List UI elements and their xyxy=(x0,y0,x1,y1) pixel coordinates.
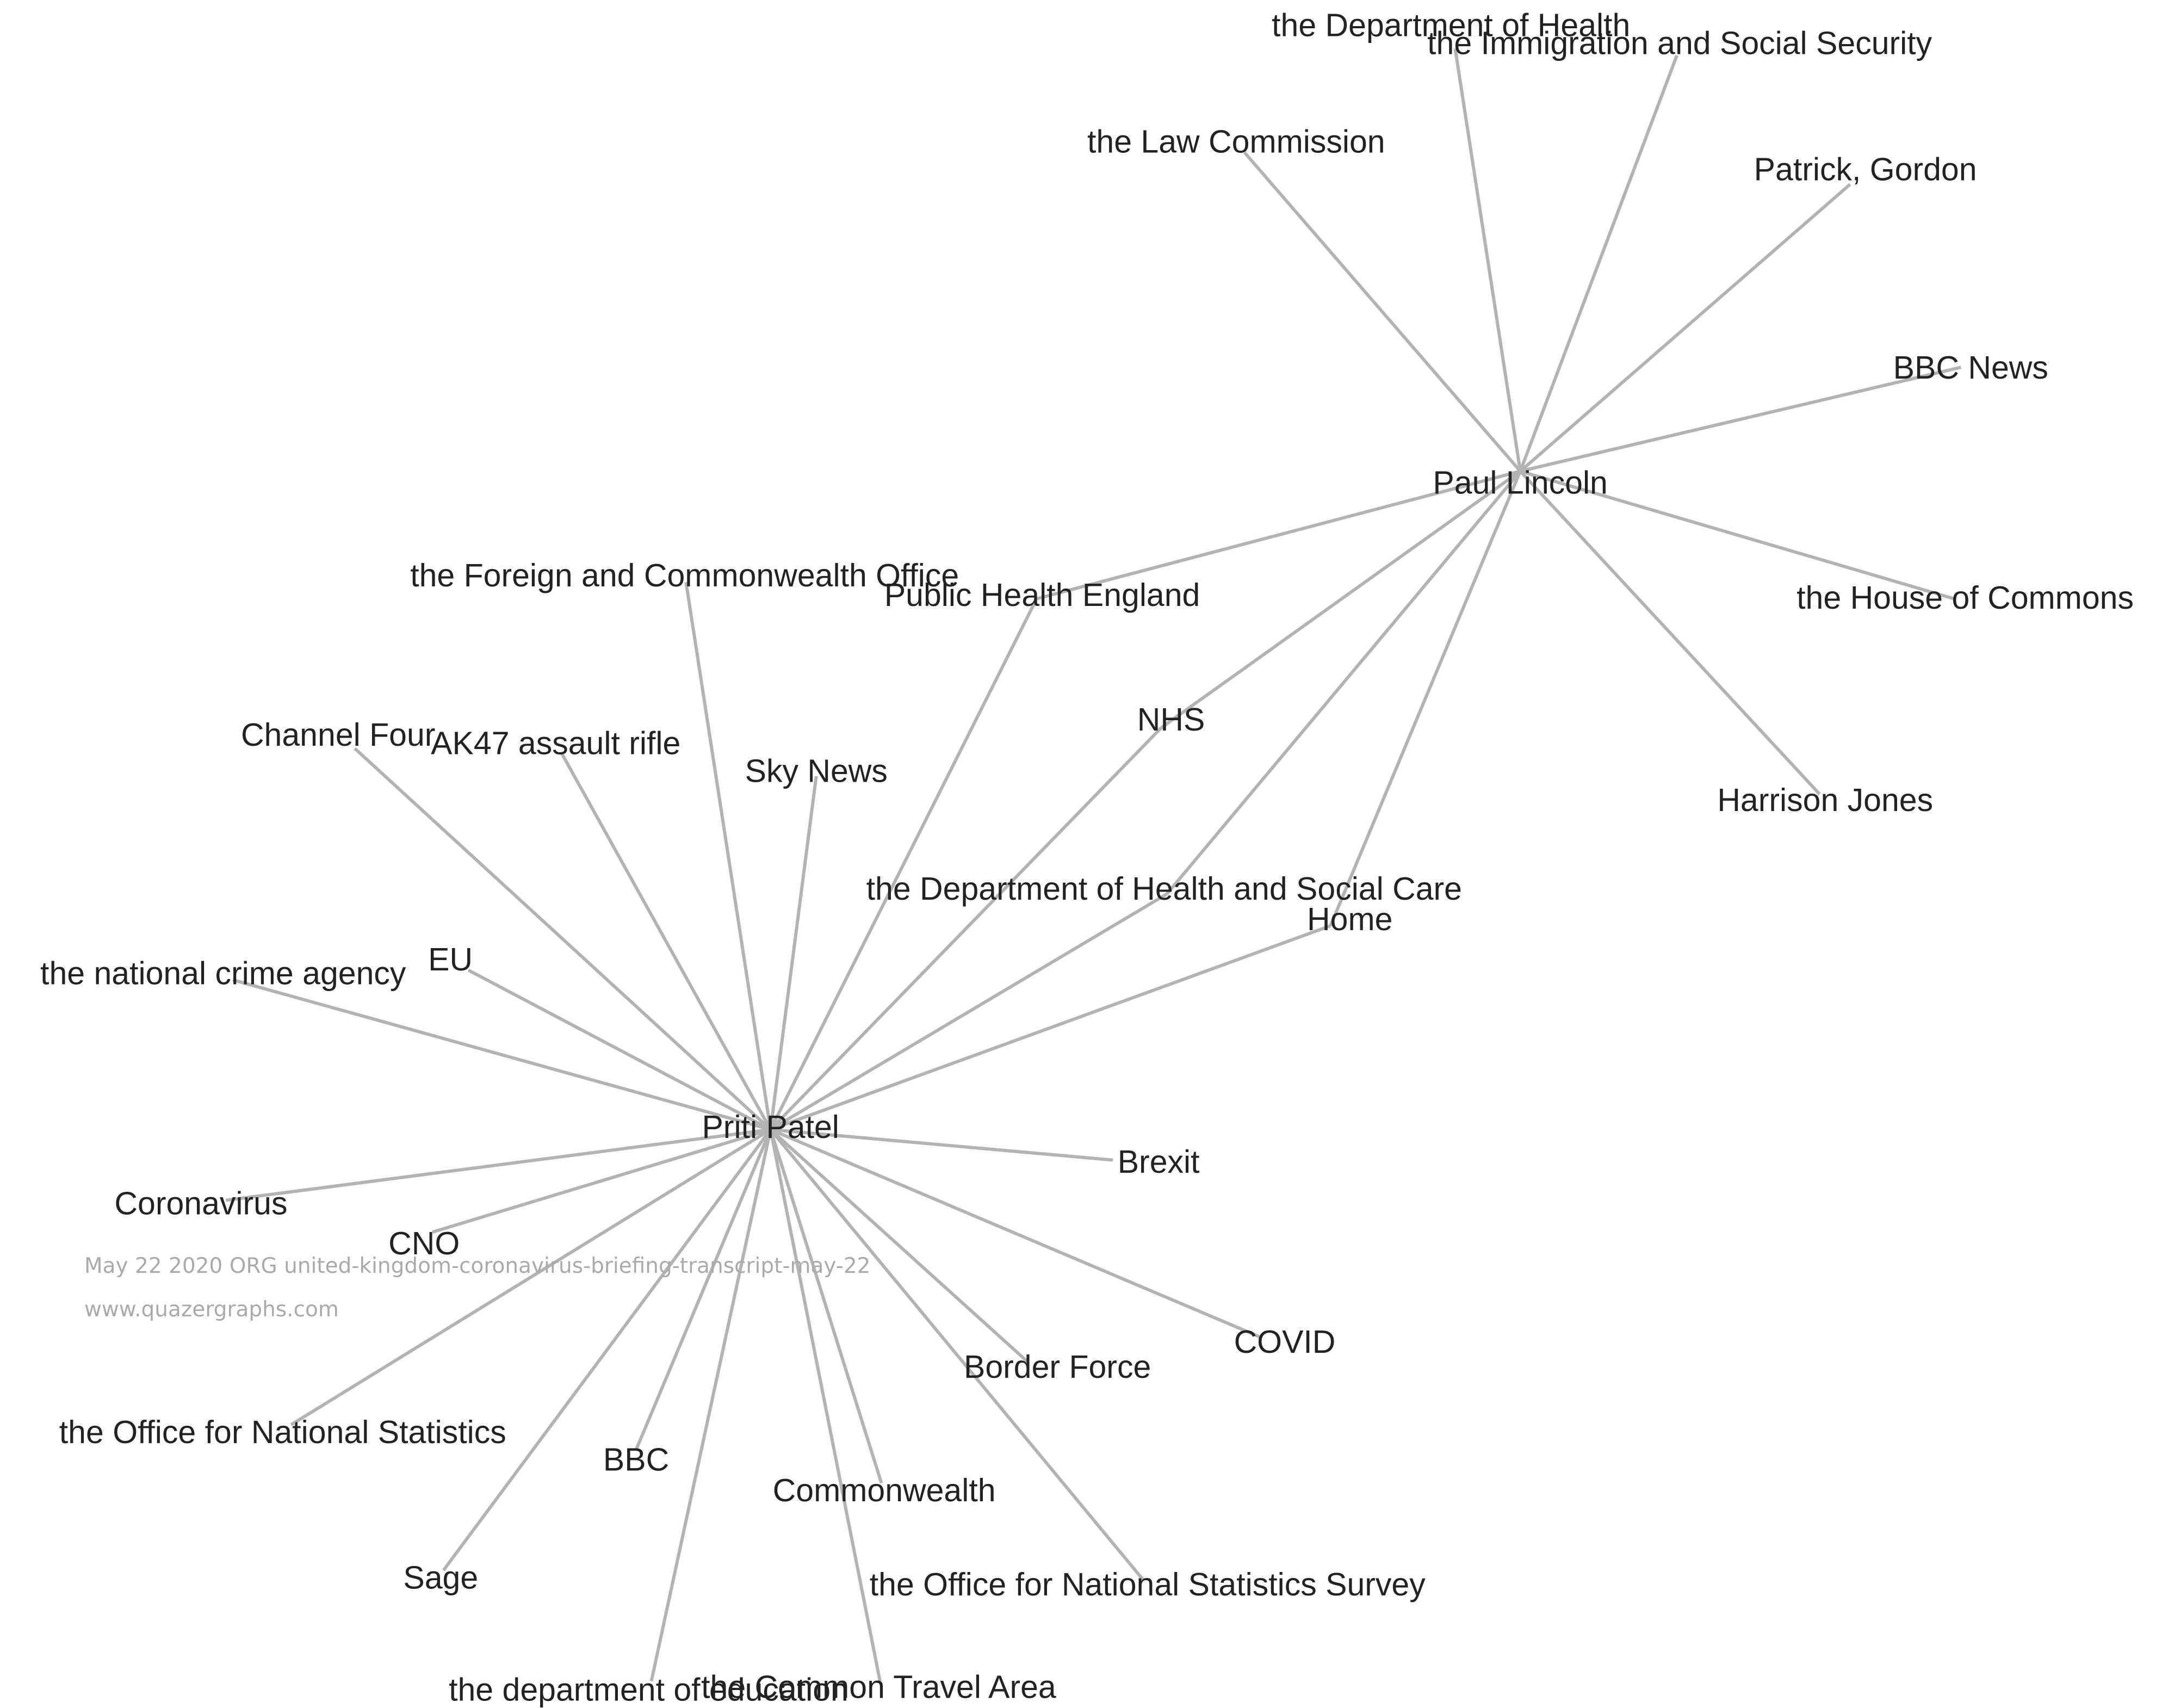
node-label-immig: the Immigration and Social Security xyxy=(1427,26,1932,61)
edge-patel-ons xyxy=(290,1128,772,1426)
edge-lincoln-nhs xyxy=(1160,469,1521,729)
node-label-nhs: NHS xyxy=(1137,702,1205,738)
edge-patel-nca xyxy=(232,978,771,1131)
node-label-channel4: Channel Four xyxy=(241,717,436,753)
node-label-ak47: AK47 assault rifle xyxy=(431,725,680,761)
edge-patel-channel4 xyxy=(354,747,772,1131)
edge-lincoln-home xyxy=(1329,471,1522,927)
node-label-sage: Sage xyxy=(403,1560,478,1595)
edge-patel-brexit xyxy=(770,1128,1113,1162)
watermark-title: May 22 2020 ORG united-kingdom-coronavir… xyxy=(84,1254,871,1278)
edge-patel-skynews xyxy=(769,776,818,1130)
node-label-patel: Priti Patel xyxy=(702,1109,839,1145)
node-label-phe: Public Health England xyxy=(884,577,1200,613)
edge-lincoln-immig xyxy=(1519,54,1678,472)
node-label-coronavirus: Coronavirus xyxy=(114,1185,287,1221)
edge-lincoln-lawcomm xyxy=(1243,151,1522,473)
edge-patel-phe xyxy=(769,598,1038,1130)
node-label-lincoln: Paul Lincoln xyxy=(1433,465,1607,500)
node-label-cta: the Common Travel Area xyxy=(701,1669,1056,1705)
edge-patel-coronavirus xyxy=(225,1128,771,1202)
node-label-bbc: BBC xyxy=(603,1442,669,1478)
node-label-home: Home xyxy=(1307,901,1392,937)
edge-lincoln-commons xyxy=(1520,469,1955,601)
node-label-eu: EU xyxy=(428,942,473,977)
node-label-brexit: Brexit xyxy=(1118,1144,1200,1180)
node-label-onss: the Office for National Statistics Surve… xyxy=(870,1567,1426,1602)
watermark-url: www.quazergraphs.com xyxy=(84,1297,339,1322)
edge-lincoln-bbcnews xyxy=(1520,366,1962,473)
edge-patel-borderforce xyxy=(769,1128,1030,1364)
node-label-borderforce: Border Force xyxy=(964,1349,1151,1385)
edge-patel-eu xyxy=(467,968,772,1131)
edge-lincoln-harrison xyxy=(1519,470,1821,796)
node-label-harrison: Harrison Jones xyxy=(1717,782,1933,818)
edge-patel-ak47 xyxy=(560,752,772,1131)
edge-patel-nhs xyxy=(769,726,1163,1131)
node-label-layer: Priti Patel Paul Lincoln the Department of… xyxy=(40,8,2134,1708)
node-label-doh: the Department of Health xyxy=(1272,8,1630,44)
node-label-ons: the Office for National Statistics xyxy=(59,1414,506,1450)
edge-lincoln-phe xyxy=(1036,469,1521,601)
edge-patel-home xyxy=(770,924,1331,1131)
edge-patel-dhsc xyxy=(770,892,1168,1131)
node-label-dhsc: the Department of Health and Social Care xyxy=(866,871,1462,907)
edge-lincoln-doh xyxy=(1453,48,1522,472)
edge-patel-doe xyxy=(649,1129,772,1682)
edge-patel-commonwealth xyxy=(769,1129,883,1484)
node-label-gordon: Patrick, Gordon xyxy=(1754,152,1977,188)
edge-patel-cta xyxy=(769,1129,882,1682)
edge-patel-onss xyxy=(769,1128,1145,1581)
node-label-fco: the Foreign and Commonwealth Office xyxy=(410,558,959,593)
edge-patel-sage xyxy=(442,1128,772,1571)
node-label-cno: CNO xyxy=(388,1226,460,1261)
edge-lincoln-dhsc xyxy=(1166,470,1522,895)
node-label-lawcomm: the Law Commission xyxy=(1087,124,1385,160)
edge-patel-cno xyxy=(432,1128,771,1234)
node-label-skynews: Sky News xyxy=(745,753,888,789)
node-label-commonwealth: Commonwealth xyxy=(773,1472,996,1508)
edge-layer xyxy=(225,48,1962,1682)
node-label-bbcnews: BBC News xyxy=(1893,350,2048,386)
node-label-commons: the House of Commons xyxy=(1796,580,2134,616)
edge-patel-fco xyxy=(684,581,772,1130)
edge-patel-covid xyxy=(770,1128,1262,1339)
edge-patel-bbc xyxy=(634,1129,772,1451)
node-label-covid: COVID xyxy=(1234,1324,1336,1360)
node-label-doe: the department of education xyxy=(449,1672,848,1708)
node-label-nca: the national crime agency xyxy=(40,955,406,991)
edge-lincoln-gordon xyxy=(1519,183,1851,473)
